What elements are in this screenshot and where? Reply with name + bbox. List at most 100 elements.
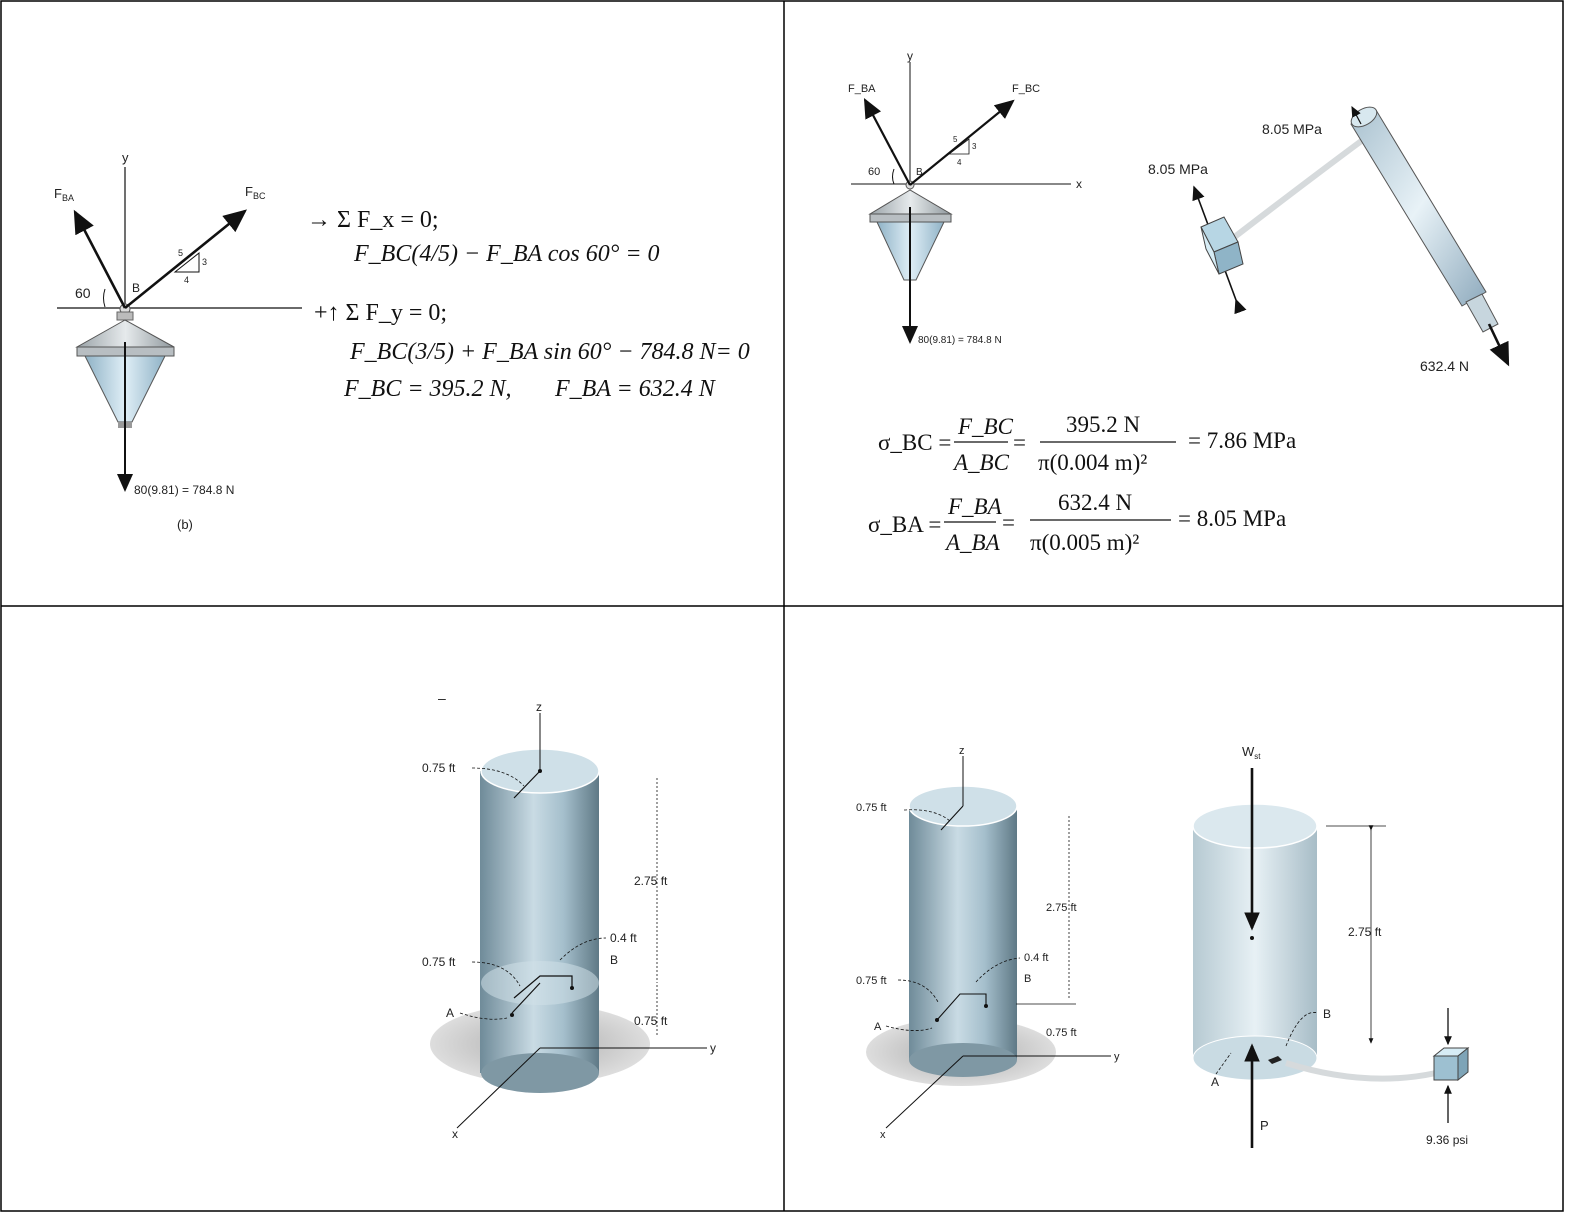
x-axis: [885, 1055, 964, 1129]
eq-fx-balance: F_BC(4/5) − F_BA cos 60° = 0: [353, 241, 660, 267]
fbc-label: F_BC: [1012, 83, 1040, 95]
x-axis-label: x: [1076, 177, 1082, 191]
eq-fy-balance: F_BC(3/5) + F_BA sin 60° − 784.8 N= 0: [349, 339, 750, 365]
force-p-label: P: [1260, 1118, 1269, 1133]
point-a-dot: [935, 1018, 939, 1022]
stress-left-label: 8.05 MPa: [1148, 161, 1208, 177]
top-radius-line: [513, 770, 541, 799]
slope-3: 3: [972, 142, 977, 151]
y-axis-label: y: [907, 49, 913, 63]
x-axis-label: x: [452, 1127, 458, 1141]
point-b-label: B: [916, 167, 923, 178]
sigma-bc-num: 395.2 N: [1066, 412, 1141, 437]
eq-sum-fy: +↑ Σ F_y = 0;: [314, 300, 447, 326]
eq-sum-fx: → Σ F_x = 0;: [307, 207, 439, 233]
rod-ba: [1350, 106, 1499, 333]
angle-arc: [103, 288, 106, 308]
point-b-dot: [984, 1004, 988, 1008]
point-a-label: A: [446, 1006, 454, 1020]
sigma-ba-result: = 8.05 MPa: [1178, 506, 1286, 531]
slope-4: 4: [957, 158, 962, 167]
x-axis-label: x: [880, 1129, 886, 1141]
angle-arc: [892, 168, 895, 185]
dist-04-label: 0.4 ft: [610, 931, 637, 945]
eq-fbc-result: F_BC = 395.2 N,: [343, 376, 512, 402]
caption-b: (b): [177, 517, 193, 532]
slope-triangle: [173, 251, 200, 273]
sigma-ba-lhs: σ_BA =: [868, 512, 941, 537]
slope-5: 5: [178, 248, 183, 258]
panel-cylinder-stress: z y x 0.75 ft 2.75 ft 0.75 ft 0.4 ft B 0…: [786, 608, 1562, 1210]
panel-lamp-equilibrium: y FBA FBC 60 B 5 3 4 80(9.81) = 784.8 N …: [2, 2, 783, 605]
cylinder-body: [480, 771, 599, 1073]
sigma-ba-den: π(0.005 m)²: [1030, 530, 1139, 555]
angle-label: 60: [75, 285, 91, 301]
fbc-label: FBC: [245, 184, 266, 201]
slope-5: 5: [953, 135, 958, 144]
slope-triangle: [947, 138, 970, 155]
sigma-bc-a: A_BC: [952, 450, 1010, 475]
cylinder-base: [481, 1053, 599, 1093]
fba-label: FBA: [54, 186, 74, 203]
stress-label: 9.36 psi: [1426, 1133, 1468, 1147]
angle-label: 60: [868, 166, 880, 178]
height-label: 2.75 ft: [634, 874, 668, 888]
force-fba-arrow: [863, 98, 911, 186]
fba-label: F_BA: [848, 83, 876, 95]
eq-fba-result: F_BA = 632.4 N: [554, 376, 717, 402]
force-label: 632.4 N: [1420, 358, 1469, 374]
force-fbc-arrow: [124, 209, 248, 310]
cylinder-body: [909, 806, 1017, 1060]
fbd-point-b-label: B: [1323, 1007, 1331, 1021]
mid-radius-label: 0.75 ft: [856, 975, 887, 987]
point-b-dot: [570, 986, 574, 990]
sigma-bc-f: F_BC: [957, 414, 1014, 439]
fbd-cylinder-top: [1192, 803, 1318, 849]
stress-top-arrow: [1351, 105, 1362, 125]
force-fba-arrow: [73, 209, 127, 309]
sigma-ba-num: 632.4 N: [1058, 490, 1133, 515]
point-b-label: B: [610, 953, 618, 967]
panel-stress-results: y x F_BA F_BC 60 B 5 3 4 80(9.81) = 784.…: [786, 2, 1562, 605]
callout-band: [1285, 1060, 1437, 1082]
sigma-ba-f: F_BA: [947, 494, 1003, 519]
dist-04-label: 0.4 ft: [1024, 952, 1048, 964]
svg-text:=: =: [1013, 430, 1026, 455]
force-632-arrow: [1487, 323, 1510, 367]
svg-text:=: =: [1002, 510, 1015, 535]
callout-band: [1226, 136, 1366, 245]
y-axis-label: y: [710, 1041, 716, 1055]
stress-cube: [1432, 1046, 1470, 1082]
stray-dash: –: [438, 690, 446, 706]
sigma-bc-den: π(0.004 m)²: [1038, 450, 1147, 475]
fbd-cylinder-base: [1192, 1035, 1318, 1081]
force-fbc-arrow: [909, 99, 1015, 186]
point-a-label: A: [874, 1021, 882, 1033]
cylinder-base: [909, 1043, 1017, 1077]
top-radius-label: 0.75 ft: [856, 802, 887, 814]
panel-cylinder-dimensions: – z y x 0.75 ft 2.75 ft 0.75 ft 0.4 ft B…: [2, 608, 783, 1210]
section-lines: [936, 993, 987, 1021]
y-axis-label: y: [122, 150, 129, 165]
bottom-dim-label: 0.75 ft: [1046, 1027, 1077, 1039]
stress-top-label: 8.05 MPa: [1262, 121, 1322, 137]
slope-4: 4: [184, 275, 189, 285]
weight-label: 80(9.81) = 784.8 N: [134, 483, 234, 497]
fbd-cylinder-body: [1193, 826, 1317, 1058]
y-axis-label: y: [1114, 1051, 1120, 1063]
section-lines: [513, 975, 573, 999]
point-b-label: B: [132, 281, 140, 295]
height-label: 2.75 ft: [1046, 902, 1077, 914]
weight-label: Wst: [1242, 744, 1261, 761]
mid-radius-label: 0.75 ft: [422, 955, 456, 969]
top-radius-label: 0.75 ft: [422, 761, 456, 775]
equilibrium-equations: → Σ F_x = 0; F_BC(4/5) − F_BA cos 60° = …: [307, 207, 750, 402]
point-b-label: B: [1024, 973, 1031, 985]
sigma-bc-lhs: σ_BC =: [878, 430, 951, 455]
z-axis-label: z: [536, 700, 542, 714]
stress-equations: σ_BC = F_BC A_BC = 395.2 N π(0.004 m)² =…: [868, 412, 1296, 555]
fbd-height-label: 2.75 ft: [1348, 925, 1382, 939]
x-axis: [456, 1047, 541, 1129]
